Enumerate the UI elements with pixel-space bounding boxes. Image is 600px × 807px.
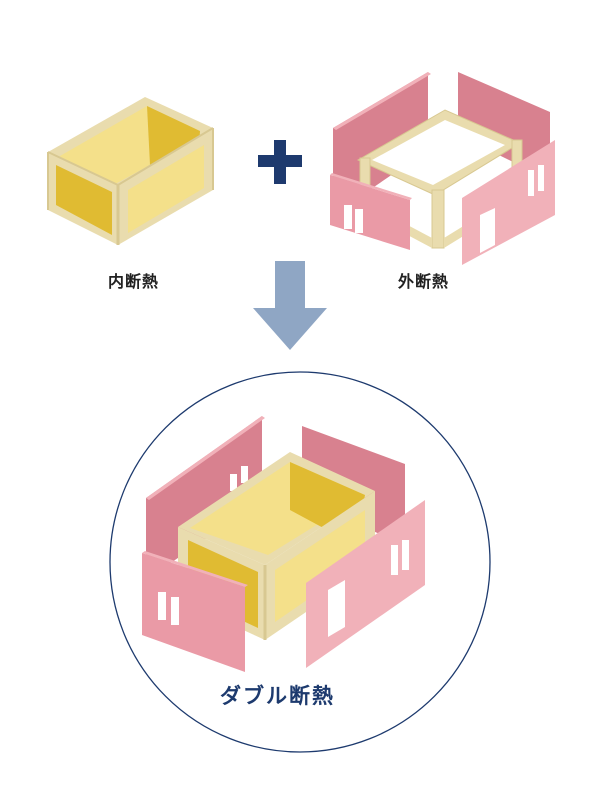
outer-insulation-label: 外断熱 xyxy=(398,272,450,291)
double-insulation-label: ダブル断熱 xyxy=(220,684,335,708)
inner-insulation-label: 内断熱 xyxy=(108,272,160,291)
inner-box xyxy=(47,97,214,245)
plus-icon xyxy=(258,140,302,184)
arrow-down-icon xyxy=(253,261,327,350)
